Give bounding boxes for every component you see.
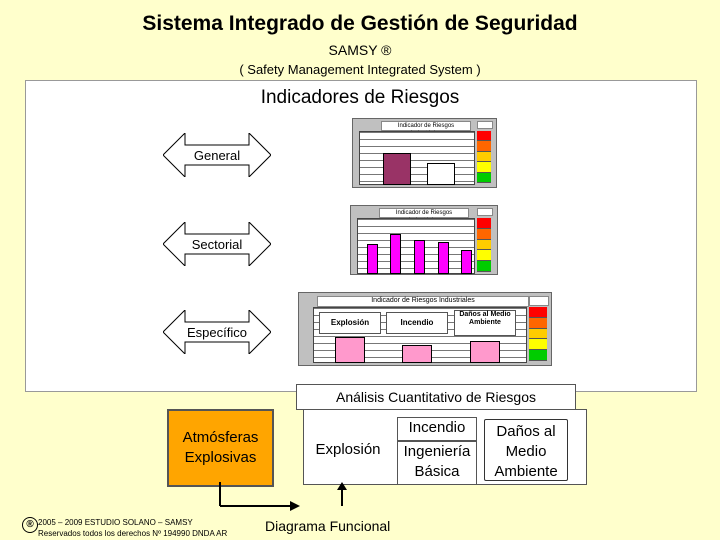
arrow-sectorial[interactable] <box>163 222 271 266</box>
especifico-col-incendio: Incendio <box>386 312 448 334</box>
sectorial-chart: Indicador de Riesgos Industriales <box>350 205 498 275</box>
sectorial-chart-legend <box>477 208 493 216</box>
arrow-especifico[interactable] <box>163 310 271 354</box>
especifico-chart: Indicador de Riesgos Industriales Explos… <box>298 292 552 366</box>
sectorial-chart-title: Indicador de Riesgos Industriales <box>379 208 469 224</box>
sectorial-bar <box>367 244 378 274</box>
general-risk-scale <box>477 131 491 184</box>
level-label-especifico: Específico <box>187 324 247 340</box>
general-chart: Indicador de Riesgos Industriales <box>352 118 497 188</box>
especifico-risk-scale <box>529 307 547 361</box>
explosion-label: Explosión <box>315 441 381 458</box>
general-bar <box>383 153 411 185</box>
sectorial-bar <box>390 234 401 274</box>
copyright-line1: 2005 – 2009 ESTUDIO SOLANO – SAMSY <box>38 518 193 527</box>
danos-box[interactable]: Daños al Medio Ambiente <box>484 419 568 481</box>
diagram-label: Diagrama Funcional <box>265 518 391 534</box>
atmosferas-label: Atmósferas Explosivas <box>182 429 259 466</box>
general-chart-plot <box>359 131 475 185</box>
general-bar-empty <box>427 163 455 185</box>
page-subtitle: SAMSY ® <box>328 42 392 58</box>
sectorial-bar <box>438 242 449 274</box>
ingenieria-box[interactable]: Ingeniería Básica <box>397 441 477 485</box>
copyright-line2: Reservados todos los derechos Nº 194990 … <box>38 529 228 538</box>
analysis-label: Análisis Cuantitativo de Riesgos <box>296 384 576 410</box>
especifico-bar-explosion <box>335 337 365 363</box>
especifico-col-explosion: Explosión <box>319 312 381 334</box>
especifico-bar-danos <box>470 341 500 363</box>
incendio-label: Incendio <box>408 419 466 436</box>
general-chart-title: Indicador de Riesgos Industriales <box>381 121 471 137</box>
level-label-sectorial: Sectorial <box>191 236 243 252</box>
atmosferas-box[interactable]: Atmósferas Explosivas <box>167 409 274 487</box>
page-subtitle-english: ( Safety Management Integrated System ) <box>239 62 481 77</box>
especifico-col-danos: Daños al Medio Ambiente <box>454 310 516 336</box>
especifico-chart-title: Indicador de Riesgos Industriales <box>317 296 529 307</box>
especifico-chart-legend <box>529 296 549 306</box>
arrow-general[interactable] <box>163 133 271 177</box>
level-label-general: General <box>193 147 241 163</box>
registered-icon: ® <box>22 517 38 533</box>
sectorial-bar <box>414 240 425 274</box>
especifico-bar-incendio <box>402 345 432 363</box>
sectorial-risk-scale <box>477 218 491 272</box>
danos-label: Daños al Medio Ambiente <box>494 423 558 480</box>
connector-lines <box>219 482 347 511</box>
page-title: Sistema Integrado de Gestión de Segurida… <box>142 12 578 35</box>
panel-title: Indicadores de Riesgos <box>260 87 460 108</box>
incendio-box[interactable]: Incendio <box>397 417 477 441</box>
general-chart-legend <box>477 121 493 129</box>
ingenieria-label: Ingeniería Básica <box>403 443 471 480</box>
sectorial-bar <box>461 250 472 274</box>
